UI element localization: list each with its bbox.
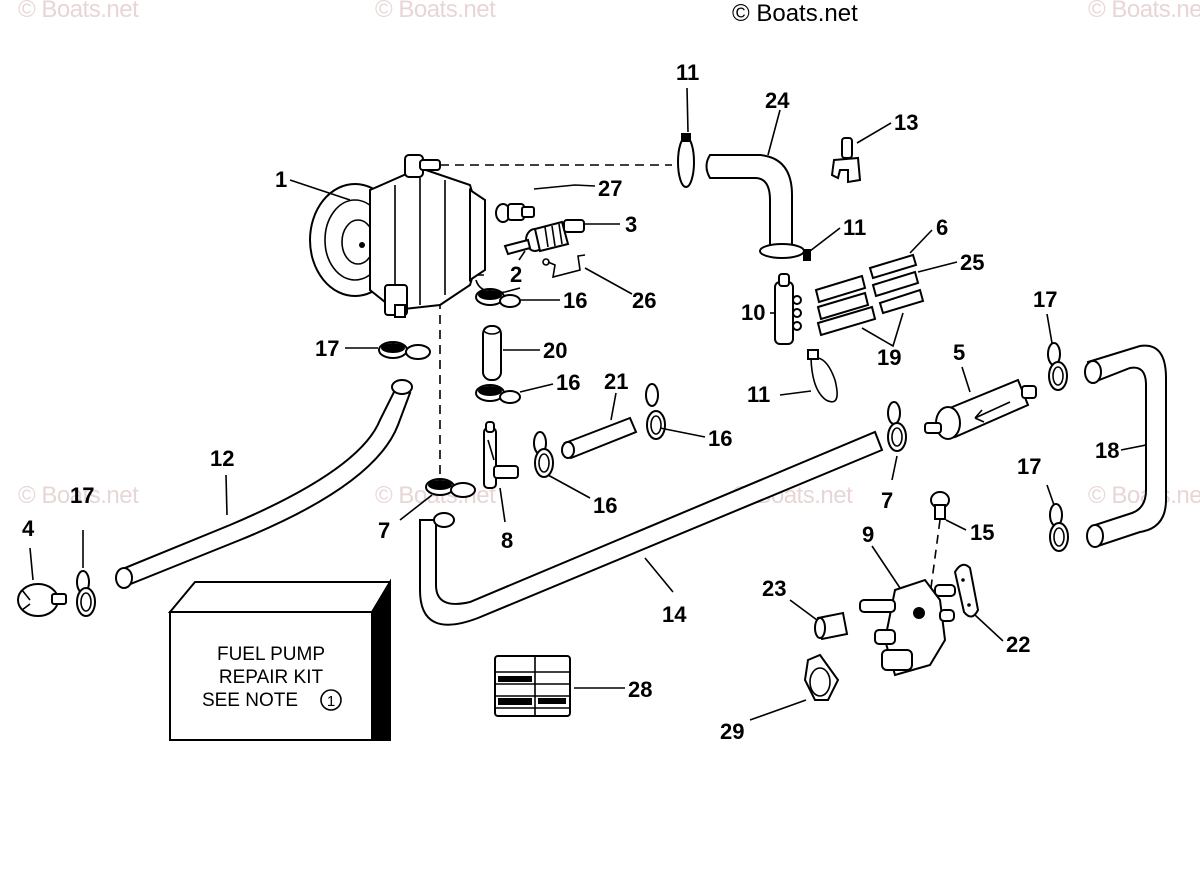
fuel-filter-part[interactable] <box>924 378 1037 440</box>
clamp-part[interactable] <box>803 653 840 701</box>
callout-29: 29 <box>720 719 744 744</box>
callout-24: 24 <box>765 88 790 113</box>
hose-end <box>1084 360 1102 384</box>
plug-part[interactable] <box>814 611 849 641</box>
watermark: © Boats.net <box>18 0 139 23</box>
clamp-part[interactable] <box>475 288 521 308</box>
bracket-clip-part[interactable] <box>830 137 862 184</box>
clamp-part[interactable] <box>475 384 521 404</box>
hose-bundle-part[interactable] <box>814 253 925 337</box>
hose-end <box>433 512 455 528</box>
callout-9: 9 <box>862 522 874 547</box>
wire-clip-part[interactable] <box>547 254 586 279</box>
callout-16: 16 <box>708 426 732 451</box>
callout-11: 11 <box>676 60 699 85</box>
screw-part[interactable] <box>930 491 950 520</box>
clamp-part[interactable] <box>887 401 907 452</box>
callout-17: 17 <box>1033 287 1057 312</box>
callout-7: 7 <box>881 488 893 513</box>
hose-end <box>391 379 413 395</box>
clamp-part[interactable] <box>425 478 476 498</box>
note-number: 1 <box>327 693 335 710</box>
callout-15: 15 <box>970 520 994 545</box>
hose-end <box>1086 524 1104 548</box>
callout-17: 17 <box>315 336 339 361</box>
gasket-part[interactable] <box>953 563 980 618</box>
hose-part[interactable] <box>561 416 638 460</box>
callout-20: 20 <box>543 338 567 363</box>
tie-strap-part[interactable] <box>677 133 695 188</box>
manifold-fitting-part[interactable] <box>774 273 802 345</box>
elbow-hose-part[interactable] <box>705 154 793 253</box>
callout-19: 19 <box>877 345 901 370</box>
watermark: © Boats.net <box>18 482 139 509</box>
callout-18: 18 <box>1095 438 1119 463</box>
callout-5: 5 <box>953 340 965 365</box>
callout-12: 12 <box>210 446 234 471</box>
fuel-hose-part[interactable] <box>118 388 412 587</box>
primer-solenoid-part[interactable] <box>503 219 585 256</box>
callout-8: 8 <box>501 528 513 553</box>
callout-17: 17 <box>70 483 94 508</box>
fitting-part[interactable] <box>495 203 535 223</box>
callout-11: 11 <box>843 215 866 240</box>
clamp-part[interactable] <box>378 341 431 360</box>
callout-21: 21 <box>604 369 628 394</box>
callout-14: 14 <box>662 602 687 627</box>
watermark: © Boats.net <box>375 0 496 23</box>
kit-line-2: REPAIR KIT <box>219 667 324 688</box>
hose-part[interactable] <box>482 325 502 381</box>
callout-16: 16 <box>563 288 587 313</box>
callout-11: 11 <box>747 382 770 407</box>
tie-strap-part[interactable] <box>807 349 838 403</box>
decal-part[interactable] <box>494 655 571 717</box>
fuel-manifold-part[interactable] <box>859 578 956 677</box>
tee-fitting-part[interactable] <box>483 421 519 489</box>
kit-line-1: FUEL PUMP <box>217 644 325 665</box>
callout-4: 4 <box>22 516 35 541</box>
fuel-hose-part[interactable] <box>419 430 884 626</box>
callout-1: 1 <box>275 167 287 192</box>
callout-27: 27 <box>598 176 622 201</box>
hose-end <box>115 567 133 589</box>
clamp-part[interactable] <box>1047 342 1068 391</box>
callout-13: 13 <box>894 110 918 135</box>
callout-25: 25 <box>960 250 984 275</box>
callout-17: 17 <box>1017 454 1041 479</box>
leader-lines <box>29 87 1147 721</box>
callout-2: 2 <box>510 262 522 287</box>
clamp-part[interactable] <box>533 431 554 478</box>
tie-strap-part[interactable] <box>759 243 811 261</box>
callout-23: 23 <box>762 576 786 601</box>
clamp-part[interactable] <box>1049 503 1069 552</box>
clamp-part[interactable] <box>76 570 96 617</box>
watermark: © Boats.net <box>1088 0 1200 23</box>
wire-clip-end <box>542 258 550 266</box>
callout-22: 22 <box>1006 632 1030 657</box>
callout-16: 16 <box>556 370 580 395</box>
callout-6: 6 <box>936 215 948 240</box>
repair-kit-box[interactable]: FUEL PUMP REPAIR KIT SEE NOTE 1 <box>167 578 391 741</box>
callout-7: 7 <box>378 518 390 543</box>
clamp-part[interactable] <box>645 383 666 440</box>
callout-28: 28 <box>628 677 652 702</box>
watermark-main: © Boats.net <box>732 0 858 27</box>
callout-10: 10 <box>741 300 765 325</box>
callout-16: 16 <box>593 493 617 518</box>
alignment-line <box>929 519 941 596</box>
connector-part[interactable] <box>17 583 67 617</box>
kit-line-3: SEE NOTE <box>202 690 298 711</box>
callout-3: 3 <box>625 212 637 237</box>
fuel-pump-part[interactable] <box>309 154 521 318</box>
callout-26: 26 <box>632 288 656 313</box>
note-circle <box>320 689 342 711</box>
